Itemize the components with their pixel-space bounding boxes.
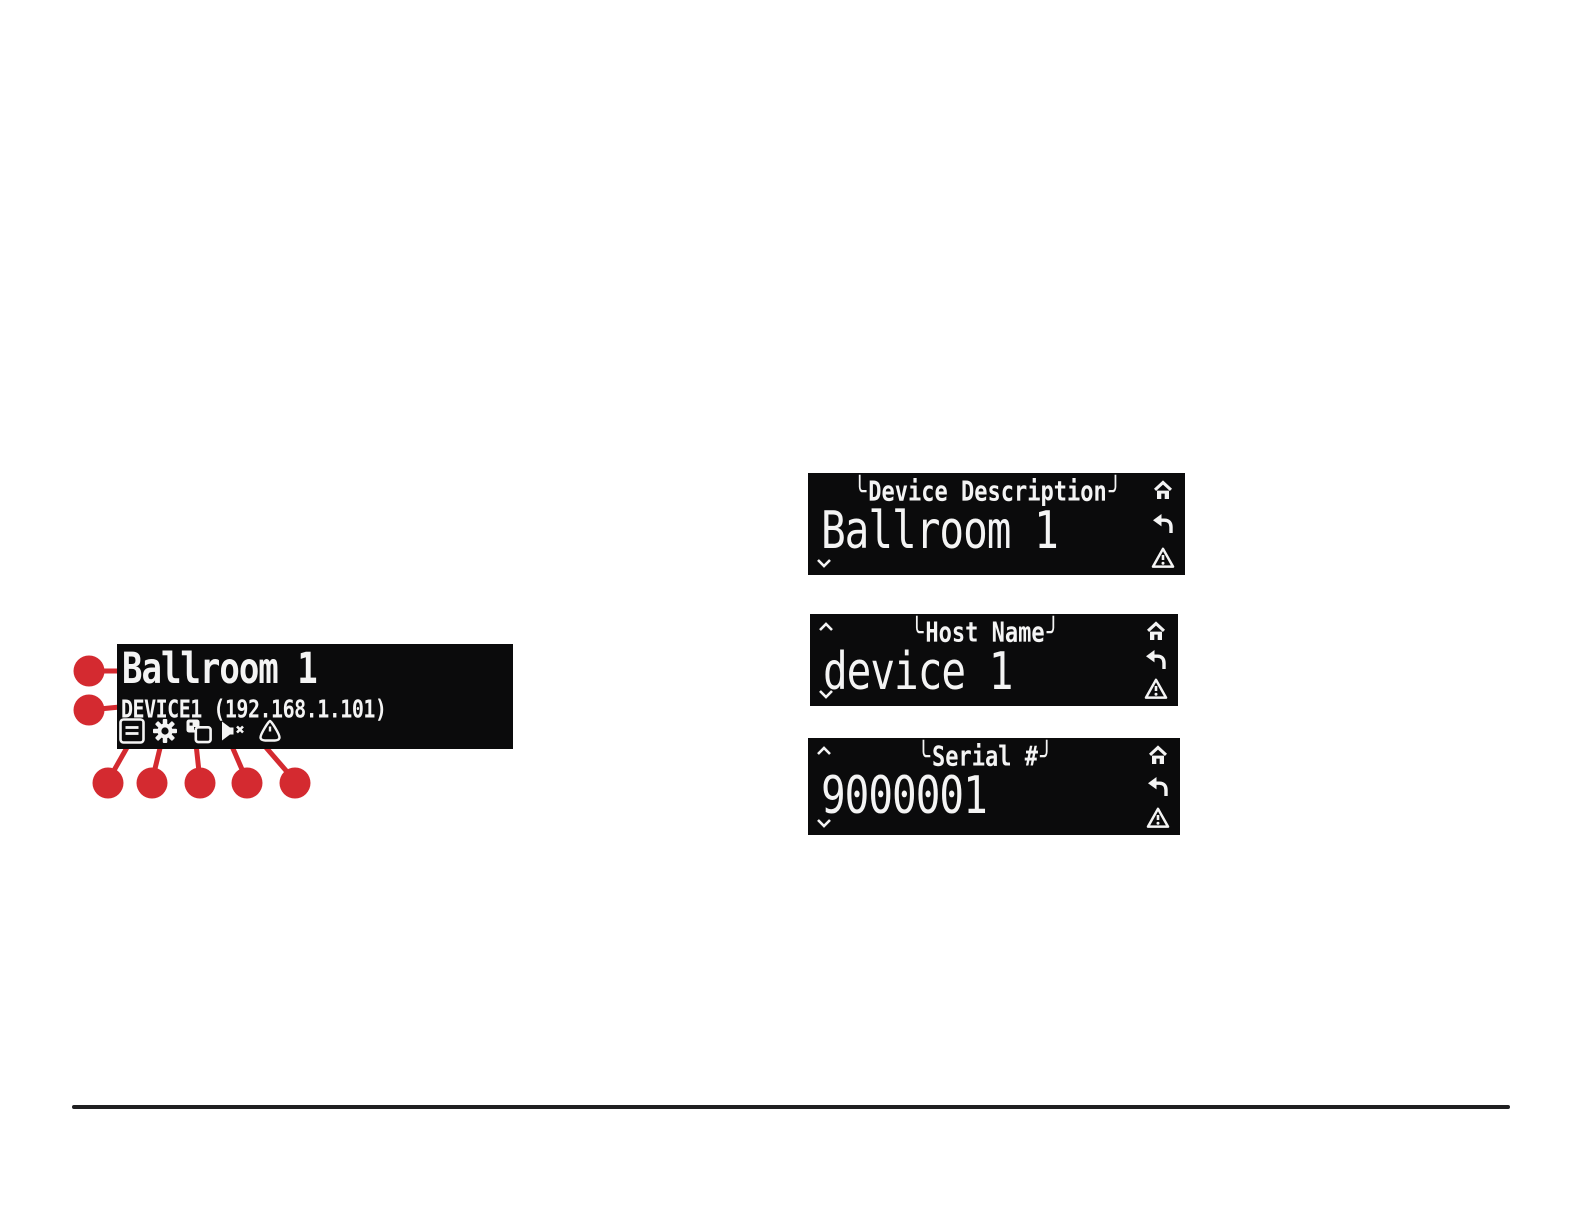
lcd-menu-screen-device-description: ╰Device Description╯ Ballroom 1 — [808, 473, 1185, 575]
callout-marker — [279, 767, 311, 799]
callout-marker — [73, 655, 105, 687]
settings-gear-icon — [153, 719, 177, 743]
chevron-up-icon — [817, 746, 831, 755]
chevron-up-icon — [819, 622, 833, 631]
screen-value: device 1 — [823, 645, 1013, 698]
lcd-menu-screen-serial-number: ╰Serial #╯ 9000001 — [808, 738, 1180, 835]
title-bracket-left: ╰ — [853, 476, 867, 508]
screen-side-icons — [1140, 619, 1172, 701]
callout-marker — [73, 694, 105, 726]
lcd-home-screen: Ballroom 1 DEVICE1 (192.168.1.101) — [117, 644, 513, 749]
title-bracket-right: ╯ — [1046, 617, 1060, 649]
status-icon-row — [119, 718, 283, 744]
screen-value: 9000001 — [821, 769, 988, 822]
chevron-down-icon — [819, 690, 833, 699]
alert-icon — [259, 719, 281, 742]
device-description-text: Ballroom 1 — [122, 648, 318, 691]
callout-marker — [231, 767, 263, 799]
page-divider-line — [72, 1105, 1510, 1109]
device-description-value: Ballroom 1 — [122, 644, 318, 695]
screen-side-icons — [1142, 743, 1174, 830]
home-icon — [1147, 621, 1165, 640]
callout-marker — [92, 767, 124, 799]
callout-marker — [136, 767, 168, 799]
screen-side-icons — [1147, 478, 1179, 570]
screen-value-text: Ballroom 1 — [821, 500, 1059, 561]
screen-title-text: Host Name — [925, 617, 1045, 649]
screen-title: ╰Host Name╯ — [840, 618, 1130, 648]
network-devices-icon — [186, 719, 212, 744]
warning-triangle-icon — [1146, 807, 1170, 828]
home-icon — [1154, 480, 1172, 499]
screen-title-text: Serial # — [932, 741, 1038, 773]
screen-title: ╰Device Description╯ — [838, 477, 1137, 507]
screen-title-text: Device Description — [868, 476, 1107, 508]
screen-value-text: 9000001 — [821, 765, 988, 826]
title-bracket-right: ╯ — [1108, 476, 1122, 508]
warning-triangle-icon — [1144, 678, 1168, 699]
chevron-down-icon — [817, 559, 831, 568]
screen-value: Ballroom 1 — [821, 504, 1059, 557]
title-bracket-left: ╰ — [916, 741, 931, 773]
title-bracket-left: ╰ — [910, 617, 924, 649]
menu-icon — [119, 718, 145, 744]
audio-mute-icon — [222, 721, 244, 741]
home-icon — [1149, 745, 1167, 764]
chevron-down-icon — [817, 819, 831, 828]
warning-triangle-icon — [1151, 547, 1175, 568]
return-arrow-icon — [1148, 776, 1168, 796]
screen-title: ╰Serial #╯ — [838, 742, 1132, 772]
return-arrow-icon — [1153, 514, 1173, 533]
lcd-menu-screen-host-name: ╰Host Name╯ device 1 — [810, 614, 1178, 706]
callout-annotations — [73, 655, 311, 799]
device-id-text: DEVICE1 (192.168.1.101) — [121, 696, 387, 721]
callout-marker — [184, 767, 216, 799]
title-bracket-right: ╯ — [1039, 741, 1054, 773]
return-arrow-icon — [1146, 650, 1166, 669]
device-id-value: DEVICE1 (192.168.1.101) — [121, 693, 387, 724]
screen-value-text: device 1 — [823, 641, 1013, 702]
